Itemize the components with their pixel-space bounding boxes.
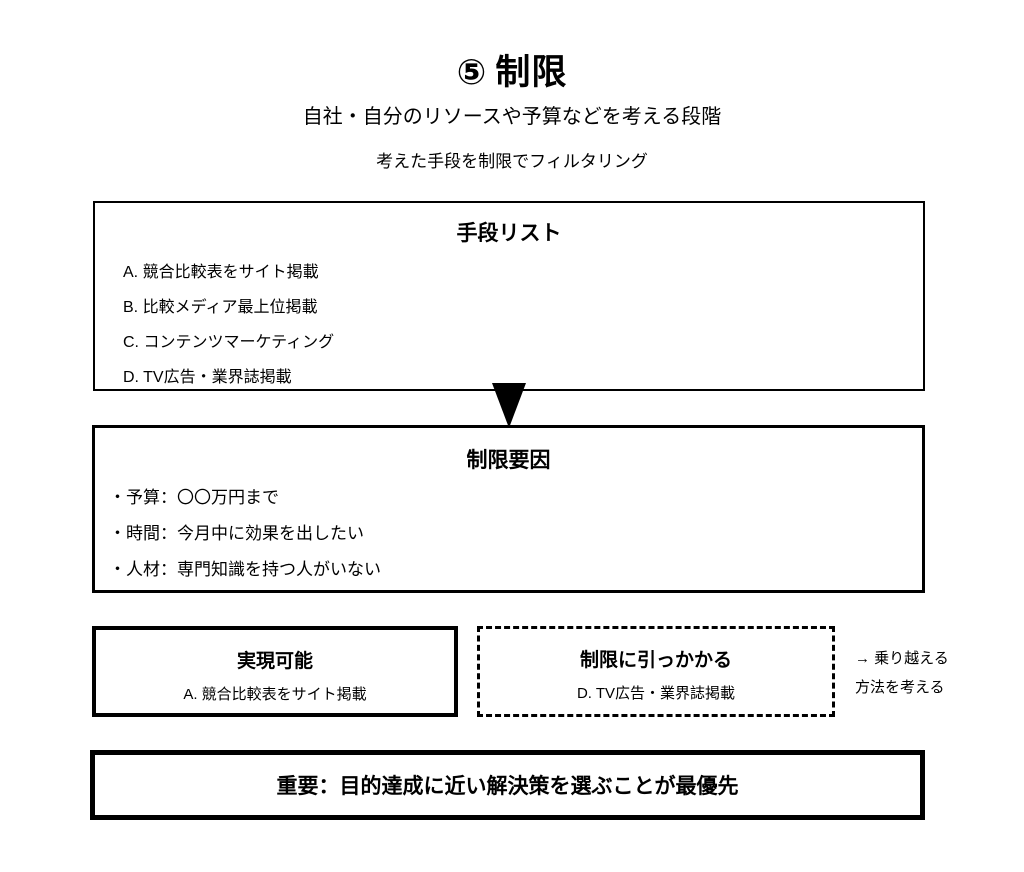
side-note-line-2: 方法を考える	[855, 679, 945, 696]
list-item-c: C. コンテンツマーケティング	[123, 334, 335, 351]
side-note-line-1: → 乗り越える	[855, 650, 949, 667]
means-list-box: 手段リスト A. 競合比較表をサイト掲載 B. 比較メディア最上位掲載 C. コ…	[93, 201, 925, 391]
list-item-d: D. TV広告・業界誌掲載	[123, 369, 292, 386]
page-subtitle: 自社・自分のリソースや予算などを考える段階	[302, 106, 722, 128]
feasible-item: A. 競合比較表をサイト掲載	[183, 686, 367, 703]
page-title-text: 制限	[495, 53, 568, 92]
blocked-box: 制限に引っかかる D. TV広告・業界誌掲載	[477, 626, 835, 717]
means-list: A. 競合比較表をサイト掲載 B. 比較メディア最上位掲載 C. コンテンツマー…	[123, 255, 334, 395]
constraints-list: ・予算：〇〇万円まで ・時間：今月中に効果を出したい ・人材：専門知識を持つ人が…	[109, 480, 381, 588]
blocked-title: 制限に引っかかる	[579, 650, 732, 671]
constraints-box: 制限要因 ・予算：〇〇万円まで ・時間：今月中に効果を出したい ・人材：専門知識…	[92, 425, 925, 593]
constraint-people: ・人材：専門知識を持つ人がいない	[109, 560, 381, 579]
means-list-title: 手段リスト	[456, 222, 562, 245]
lead-text: 考えた手段を制限でフィルタリング	[376, 152, 648, 171]
constraint-time: ・時間：今月中に効果を出したい	[109, 524, 364, 543]
constraints-title: 制限要因	[466, 449, 551, 472]
down-arrow-icon	[492, 383, 526, 428]
blocked-item: D. TV広告・業界誌掲載	[576, 685, 736, 702]
constraint-budget: ・予算：〇〇万円まで	[109, 488, 279, 507]
list-item-a: A. 競合比較表をサイト掲載	[123, 264, 319, 281]
feasible-box: 実現可能 A. 競合比較表をサイト掲載	[92, 626, 458, 717]
important-banner: 重要：目的達成に近い解決策を選ぶことが最優先	[90, 750, 925, 820]
list-item-b: B. 比較メディア最上位掲載	[123, 299, 318, 316]
feasible-title: 実現可能	[236, 651, 313, 672]
circled-five-icon: ⑤	[456, 53, 488, 92]
important-text: 重要：目的達成に近い解決策を選ぶことが最優先	[276, 775, 739, 798]
side-note: → 乗り越える 方法を考える	[855, 644, 949, 702]
